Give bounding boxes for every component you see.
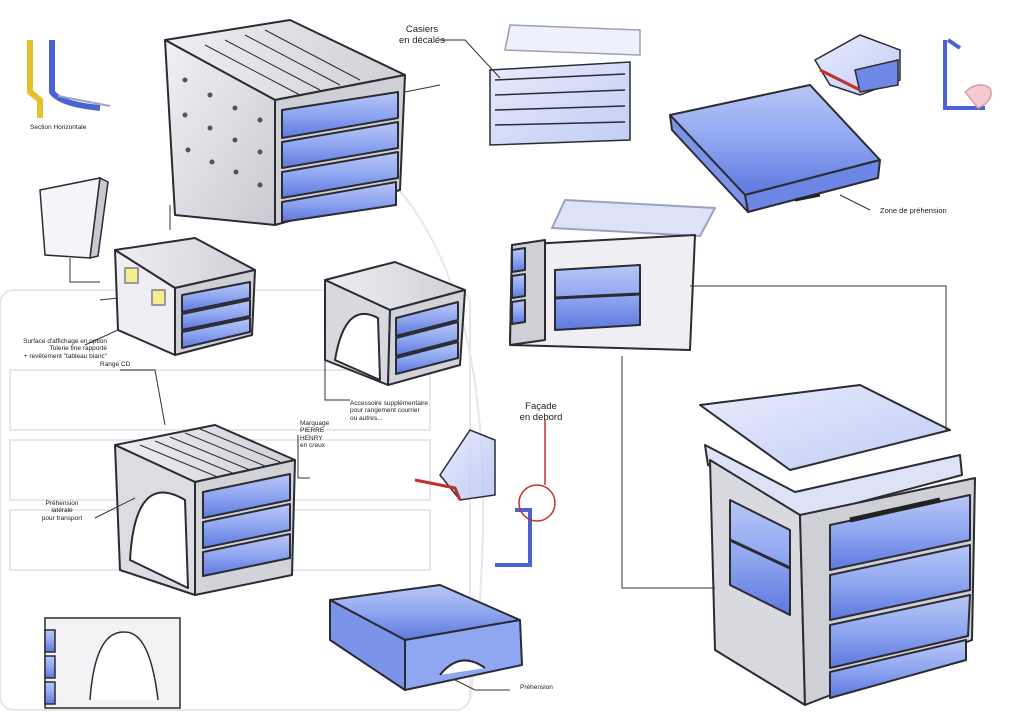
accessoire-label: Accessoire supplémentaire pour rangement…: [350, 400, 429, 422]
range-cd-unit-sketch: [114, 424, 296, 596]
display-panel-sketch: [39, 176, 109, 259]
letter-tray-sketch: [669, 84, 881, 213]
section-label: Section Horizontale: [30, 124, 87, 131]
section-profile-sketch: [27, 40, 111, 118]
marquage-label: Marquage PIERRE HENRY en creux: [300, 420, 330, 450]
leader-lines: [69, 39, 947, 691]
prehension-laterale-label: Préhension latérale pour transport: [41, 500, 83, 522]
facade-overhang-sketch: [414, 420, 556, 567]
display-window-unit-sketch: [509, 199, 716, 351]
zone-label: Zone de préhension: [880, 206, 947, 215]
casiers-label: Casiers en décalés: [399, 24, 445, 46]
bottom-tray-sketch: [329, 584, 523, 691]
side-view-sketch: [44, 617, 181, 709]
facade-detail-sketch: [813, 34, 992, 110]
combined-unit-sketch: [699, 384, 976, 706]
facade-label: Façade en debord: [519, 401, 563, 423]
small-drawer-unit-sketch: [114, 237, 256, 356]
prehension-label: Préhension: [520, 684, 553, 691]
arch-drawer-unit-sketch: [324, 261, 466, 386]
main-drawer-unit-sketch: [164, 19, 406, 226]
surface-label: Surface d'affichage en option Tolerie fi…: [23, 338, 107, 360]
range-cd-label: Range CD: [100, 361, 131, 368]
offset-trays-sketch: [489, 24, 641, 146]
